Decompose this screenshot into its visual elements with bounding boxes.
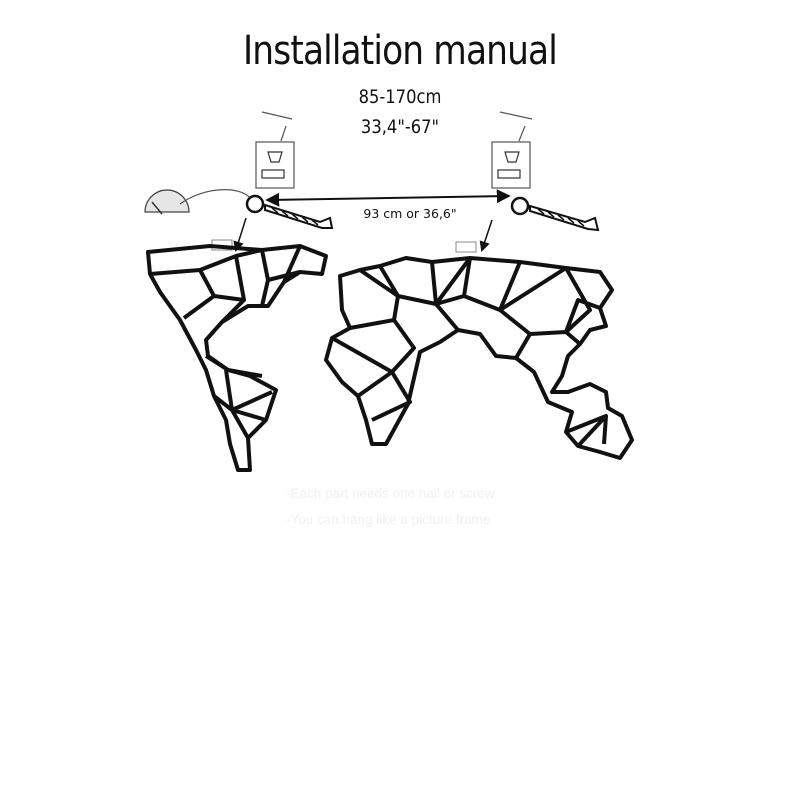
left-screw-anchor bbox=[245, 194, 334, 229]
mounting-note: -Each part needs one nail or screw bbox=[286, 486, 495, 501]
right-screw-anchor bbox=[510, 196, 600, 232]
spacing-label: 93 cm or 36,6" bbox=[363, 206, 457, 221]
americas-piece bbox=[146, 244, 328, 472]
left-instruction-card bbox=[255, 111, 295, 189]
old-world-piece bbox=[324, 256, 634, 460]
size-range-cm: 85-170cm bbox=[358, 86, 442, 108]
right-pointer-arrow bbox=[479, 219, 493, 252]
mounting-note: -You can hang like a picture frame bbox=[286, 512, 491, 527]
spacing-arrow bbox=[265, 189, 511, 207]
size-range-inches: 33,4"-67" bbox=[360, 116, 440, 138]
screw-icon bbox=[497, 151, 521, 179]
drill-hole-icon bbox=[144, 189, 251, 215]
left-pointer-arrow bbox=[233, 217, 247, 253]
page-title: Installation manual bbox=[243, 28, 558, 74]
right-instruction-card bbox=[491, 111, 533, 189]
screw-icon bbox=[261, 151, 285, 179]
